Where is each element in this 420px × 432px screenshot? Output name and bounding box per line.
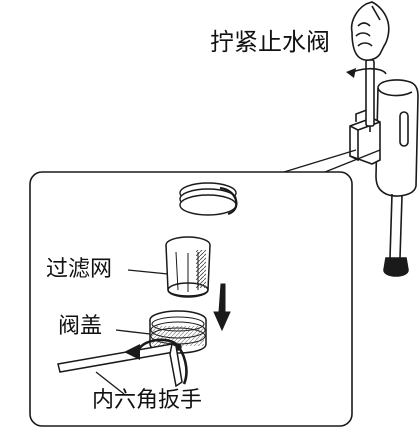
screwdriver — [365, 59, 375, 132]
filter-screen — [165, 236, 211, 298]
cap-leader-line — [115, 329, 151, 335]
valve-cap-label: 阀盖 — [58, 314, 103, 339]
sensor-faucet-unit — [349, 79, 419, 277]
hex-wrench-label: 内六角扳手 — [92, 388, 203, 413]
tighten-stop-valve-label: 拧紧止水阀 — [210, 28, 330, 56]
rotation-arrow-icon — [346, 67, 387, 78]
wrench-leader-line — [95, 371, 125, 395]
hand-icon — [350, 1, 390, 61]
threaded-seat — [179, 182, 238, 216]
down-arrow-icon — [213, 283, 231, 332]
filter-screen-label: 过滤网 — [46, 257, 113, 282]
cap-rotation-arrow-icon — [124, 338, 188, 385]
filter-leader-line — [127, 269, 169, 275]
